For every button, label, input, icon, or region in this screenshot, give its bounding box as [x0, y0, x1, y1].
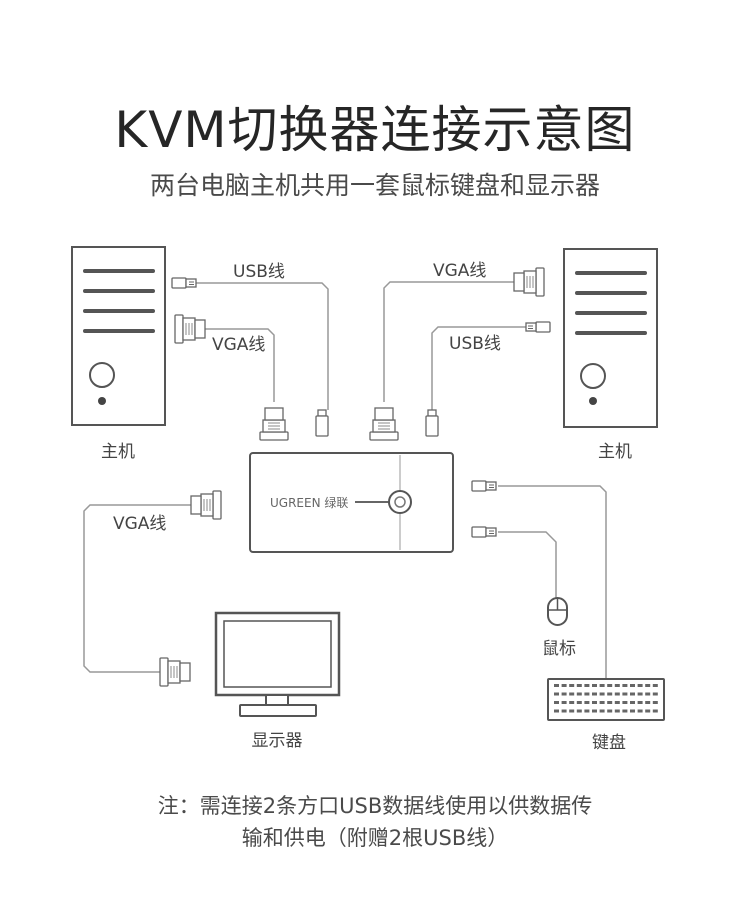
keyboard-key [554, 701, 559, 704]
keyboard-key [576, 684, 582, 687]
usb-left-label: USB线 [233, 262, 285, 282]
keyboard-key [652, 684, 658, 687]
usb-b-plug-icon [425, 409, 439, 437]
vga-plug-icon [259, 407, 289, 441]
vga-right-label: VGA线 [433, 261, 486, 281]
keyboard-key [592, 684, 597, 687]
keyboard-key [645, 684, 651, 687]
keyboard-key [584, 684, 590, 687]
keyboard-key [561, 709, 567, 713]
keyboard-key [637, 684, 643, 687]
usb-b-plug-icon [315, 409, 329, 437]
keyboard-key [637, 709, 643, 713]
page-subtitle: 两台电脑主机共用一套鼠标键盘和显示器 [149, 171, 600, 200]
host-left-tower [71, 246, 166, 426]
keyboard-key [561, 692, 567, 696]
keyboard-key [607, 701, 613, 704]
footnote: 注：需连接2条方口USB数据线使用以供数据传 输和供电（附赠2根USB线） [0, 790, 750, 854]
vga-plug-icon [174, 314, 206, 344]
keyboard-key [569, 709, 575, 713]
usb-plug-icon [471, 480, 497, 492]
vga-monitor-label: VGA线 [113, 514, 166, 534]
keyboard-key [614, 709, 620, 713]
usb-plug-icon [471, 526, 497, 538]
keyboard-key [630, 701, 635, 704]
usb-right-label: USB线 [449, 334, 501, 354]
keyboard-key [584, 692, 590, 696]
host-left-label: 主机 [101, 442, 135, 462]
mouse-icon [547, 597, 568, 626]
keyboard-key [599, 701, 605, 704]
keyboard-key [622, 709, 628, 713]
keyboard-key [569, 701, 575, 704]
keyboard-key [652, 701, 658, 704]
keyboard-key [614, 692, 620, 696]
keyboard-key [607, 692, 613, 696]
keyboard-key [584, 709, 590, 713]
vga-plug-icon [190, 490, 222, 520]
keyboard-key [569, 692, 575, 696]
keyboard-key [599, 692, 605, 696]
footnote-line-2: 输和供电（附赠2根USB线） [241, 826, 509, 850]
keyboard-key [622, 684, 628, 687]
monitor-icon [214, 611, 341, 717]
keyboard-key [599, 709, 605, 713]
kvm-brand-label: UGREEN 绿联 [270, 495, 348, 510]
keyboard-key [645, 701, 651, 704]
keyboard-key [561, 701, 567, 704]
host-right-tower [563, 248, 658, 428]
keyboard-key [614, 701, 620, 704]
vga-left-label: VGA线 [212, 335, 265, 355]
keyboard-key [592, 709, 597, 713]
keyboard-key [622, 692, 628, 696]
keyboard-key [622, 701, 628, 704]
vga-plug-icon [369, 407, 399, 441]
keyboard-label: 键盘 [592, 733, 626, 753]
keyboard-key [599, 684, 605, 687]
usb-plug-icon [171, 277, 197, 289]
keyboard-key [614, 684, 620, 687]
keyboard-key [637, 692, 643, 696]
keyboard-key [561, 684, 567, 687]
cables [83, 281, 607, 678]
footnote-line-1: 注：需连接2条方口USB数据线使用以供数据传 [157, 794, 593, 818]
keyboard-key [637, 701, 643, 704]
keyboard-key [576, 701, 582, 704]
keyboard-key [592, 692, 597, 696]
usb-plug-icon [525, 321, 551, 333]
keyboard-key [576, 692, 582, 696]
keyboard-key [554, 709, 559, 713]
kvm-switch: UGREEN 绿联 [249, 452, 454, 553]
page-title: KVM切换器连接示意图 [114, 101, 636, 159]
keyboard-key [630, 684, 635, 687]
monitor-label: 显示器 [252, 731, 303, 751]
keyboard-key [652, 692, 658, 696]
vga-plug-icon [513, 267, 545, 297]
keyboard-key [592, 701, 597, 704]
keyboard-key [554, 692, 559, 696]
keyboard-key [554, 684, 559, 687]
keyboard-key [584, 701, 590, 704]
keyboard-key [607, 684, 613, 687]
keyboard-key [569, 684, 575, 687]
vga-plug-icon [159, 657, 191, 687]
keyboard-key [607, 709, 613, 713]
keyboard-key [652, 709, 658, 713]
keyboard-key [576, 709, 582, 713]
keyboard-key [630, 692, 635, 696]
keyboard-key [630, 709, 635, 713]
mouse-label: 鼠标 [542, 639, 576, 659]
host-right-label: 主机 [598, 442, 632, 462]
keyboard-key [645, 692, 651, 696]
keyboard-key [645, 709, 651, 713]
keyboard-icon [547, 678, 665, 721]
